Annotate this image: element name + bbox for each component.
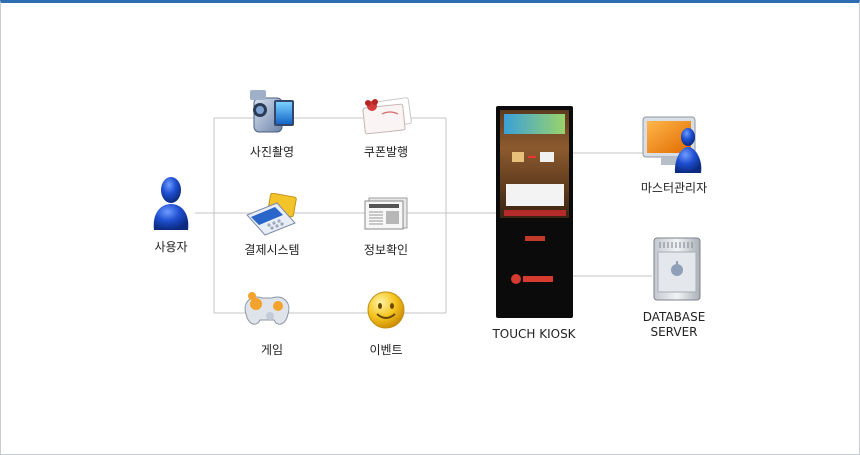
user-figure-icon	[153, 177, 189, 230]
service-event-label: 이벤트	[369, 343, 403, 357]
database-label: DATABASE SERVER	[642, 310, 706, 339]
service-info-node	[363, 195, 409, 231]
service-game-label: 게임	[260, 343, 284, 357]
service-payment-label: 결제시스템	[244, 243, 300, 257]
admin-node	[641, 115, 707, 175]
coupon-ticket-icon	[362, 97, 412, 135]
service-photo-label: 사진촬영	[249, 145, 295, 159]
kiosk-label: TOUCH KIOSK	[492, 327, 576, 341]
service-coupon-node	[360, 96, 412, 136]
smiley-icon	[367, 291, 405, 329]
newspaper-icon	[364, 197, 408, 230]
user-label: 사용자	[154, 240, 188, 254]
service-coupon-label: 쿠폰발행	[363, 145, 409, 159]
service-photo-node	[246, 88, 298, 138]
admin-label: 마스터관리자	[640, 181, 708, 195]
kiosk-node	[496, 106, 573, 318]
database-node	[652, 236, 702, 304]
service-event-node	[365, 289, 407, 331]
admin-monitor-icon	[642, 116, 702, 173]
service-info-label: 정보확인	[363, 243, 409, 257]
video-camera-icon	[250, 90, 294, 133]
touch-kiosk-icon	[496, 106, 573, 318]
gamepad-icon	[244, 292, 290, 325]
card-payment-icon	[246, 193, 297, 236]
service-payment-node	[243, 193, 299, 237]
user-node	[146, 174, 196, 232]
database-server-icon	[653, 237, 701, 301]
service-game-node	[240, 288, 294, 334]
